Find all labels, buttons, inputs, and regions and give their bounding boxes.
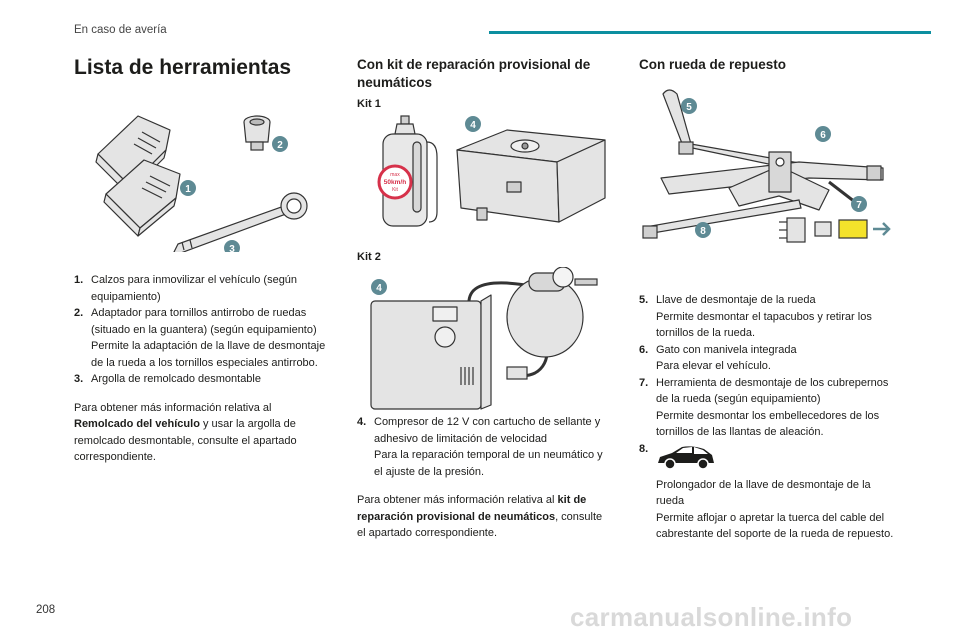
- hose-connector: [506, 366, 528, 380]
- badge-3-text: 3: [229, 244, 235, 252]
- badge-2-text: 2: [277, 140, 283, 151]
- column-tool-list: Lista de herramientas: [74, 56, 329, 466]
- sealant-cartridge: [506, 267, 598, 358]
- towing-eye: [173, 192, 308, 252]
- antitheft-adapter: [243, 115, 271, 151]
- list-item: 8. Prolongador de la llave de desmontaje…: [639, 442, 894, 541]
- bottle-label-line2: 50km/h: [384, 179, 406, 186]
- list-item: 1. Calzos para inmovilizar el vehículo (…: [74, 274, 298, 303]
- spare-wheel-heading: Con rueda de repuesto: [639, 57, 787, 72]
- badge-4-kit2-text: 4: [376, 283, 382, 294]
- badge-4-kit1-text: 4: [470, 120, 476, 131]
- badge-7: 7: [851, 196, 867, 212]
- page-title: Lista de herramientas: [74, 56, 292, 79]
- badge-6: 6: [815, 126, 831, 142]
- badge-6-text: 6: [820, 130, 826, 141]
- list-item: 3. Argolla de remolcado desmontable: [74, 373, 261, 385]
- bottle-label-line3: Kit: [392, 187, 398, 193]
- towing-note: Para obtener más información relativa al…: [74, 401, 297, 464]
- list-item: 4. Compresor de 12 V con cartucho de sel…: [357, 416, 603, 478]
- repair-kit-link-text: kit de reparación provisional de neumáti…: [357, 494, 587, 523]
- badge-5: 5: [681, 98, 697, 114]
- column-repair-kit: Con kit de reparación provisional de neu…: [357, 56, 612, 542]
- list-item: 7. Herramienta de desmontaje de los cubr…: [639, 376, 889, 439]
- kit2-label: Kit 2: [357, 251, 381, 263]
- column-spare-wheel: Con rueda de repuesto: [639, 56, 894, 543]
- badge-1-text: 1: [185, 184, 191, 195]
- compressor-kit2: [370, 294, 492, 410]
- kit1-illustration: max 50km/h Kit 4: [377, 115, 606, 227]
- badge-1: 1: [180, 180, 196, 196]
- bottle-label-line1: max: [390, 172, 400, 178]
- repair-kit-heading: Con kit de reparación provisional de neu…: [357, 57, 591, 90]
- bolt-cover-tool: [779, 217, 891, 243]
- section-title: En caso de avería: [74, 24, 167, 36]
- badge-4-kit2: 4: [371, 279, 387, 295]
- watermark: carmanualsonline.info: [570, 602, 853, 632]
- tool-list: 1. Calzos para inmovilizar el vehículo (…: [74, 272, 329, 388]
- badge-4-kit1: 4: [465, 116, 481, 132]
- header-accent-bar: [489, 31, 931, 34]
- spare-wheel-tools-illustration: 5 6 7 8: [642, 89, 891, 243]
- tools-illustration: 1 2 3: [95, 115, 308, 252]
- badge-7-text: 7: [856, 200, 862, 211]
- sealant-bottle: max 50km/h Kit: [377, 115, 438, 227]
- wheel-chock-lower: [103, 159, 181, 237]
- compressor-kit1: [456, 129, 606, 223]
- car-jack: [660, 151, 884, 211]
- badge-2: 2: [272, 136, 288, 152]
- badge-5-text: 5: [686, 102, 692, 113]
- towing-link-text: Remolcado del vehículo: [74, 418, 200, 430]
- badge-3: 3: [224, 240, 240, 252]
- page-number: 208: [36, 604, 56, 616]
- kit2-illustration: 4: [370, 267, 598, 410]
- suv-car-icon: [658, 445, 714, 470]
- list-item: 2. Adaptador para tornillos antirrobo de…: [74, 307, 326, 369]
- badge-8-text: 8: [700, 226, 706, 237]
- kit1-label: Kit 1: [357, 98, 381, 110]
- repair-kit-list: 4. Compresor de 12 V con cartucho de sel…: [357, 414, 612, 480]
- badge-8: 8: [695, 222, 711, 238]
- repair-kit-note: Para obtener más información relativa al…: [357, 494, 603, 539]
- extension-bar: [642, 199, 802, 239]
